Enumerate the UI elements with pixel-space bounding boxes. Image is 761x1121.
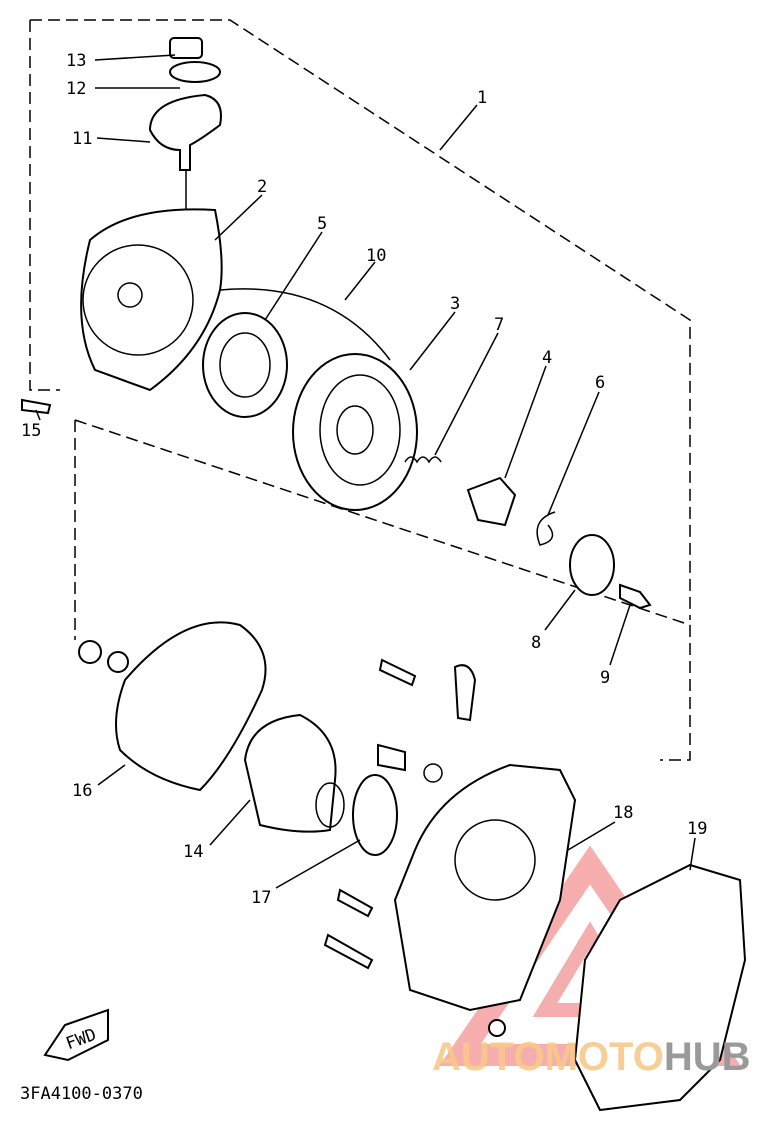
watermark-text-b: HUB — [664, 1035, 751, 1079]
leader-lines — [35, 54, 696, 889]
part-label-8: 8 — [531, 633, 541, 653]
part-label-3: 3 — [450, 294, 460, 314]
gasket-16 — [115, 621, 267, 792]
part-label-15: 15 — [21, 421, 41, 441]
part-label-11: 11 — [72, 129, 92, 149]
part-label-17: 17 — [251, 888, 271, 908]
watermark-text-a: AUTOMOTO — [432, 1035, 664, 1079]
plate-8 — [569, 534, 615, 596]
oil-seal-17 — [352, 774, 398, 856]
gasket-19 — [573, 863, 747, 1112]
spiral-spring — [202, 312, 288, 418]
watermark-text: AUTOMOTOHUB — [432, 1035, 751, 1079]
starter-rope — [219, 288, 391, 361]
bolt-lower-2 — [323, 933, 374, 970]
part-label-16: 16 — [72, 781, 92, 801]
part-label-4: 4 — [542, 348, 552, 368]
dowel — [488, 1019, 506, 1037]
starter-handle — [148, 37, 222, 215]
bolt-lower-1 — [336, 888, 374, 918]
spring-7 — [404, 456, 442, 464]
sheave-drum — [292, 353, 418, 511]
part-label-12: 12 — [66, 79, 86, 99]
part-label-19: 19 — [687, 819, 707, 839]
clamp — [453, 664, 477, 722]
part-label-6: 6 — [595, 373, 605, 393]
drive-pawl — [466, 476, 517, 527]
part-label-2: 2 — [257, 177, 267, 197]
nut-washer — [78, 640, 129, 673]
part-label-9: 9 — [600, 668, 610, 688]
part-label-5: 5 — [317, 214, 327, 234]
assembly-outline — [29, 19, 691, 761]
circlip — [423, 763, 443, 783]
part-label-14: 14 — [183, 842, 203, 862]
bolt-9 — [619, 583, 652, 610]
starter-pulley-14 — [243, 713, 345, 833]
starter-case — [80, 208, 223, 392]
part-label-10: 10 — [366, 246, 386, 266]
spring-clip — [536, 511, 556, 546]
fwd-arrow: FWD — [43, 1008, 109, 1062]
diagram-code: 3FA4100-0370 — [20, 1084, 143, 1104]
part-label-13: 13 — [66, 51, 86, 71]
part-label-18: 18 — [613, 803, 633, 823]
plug — [377, 743, 406, 772]
bolt-upper — [378, 658, 417, 687]
part-label-1: 1 — [477, 88, 487, 108]
crankcase-cover-18 — [393, 763, 577, 1012]
part-label-7: 7 — [494, 315, 504, 335]
bolt-15 — [21, 398, 52, 415]
